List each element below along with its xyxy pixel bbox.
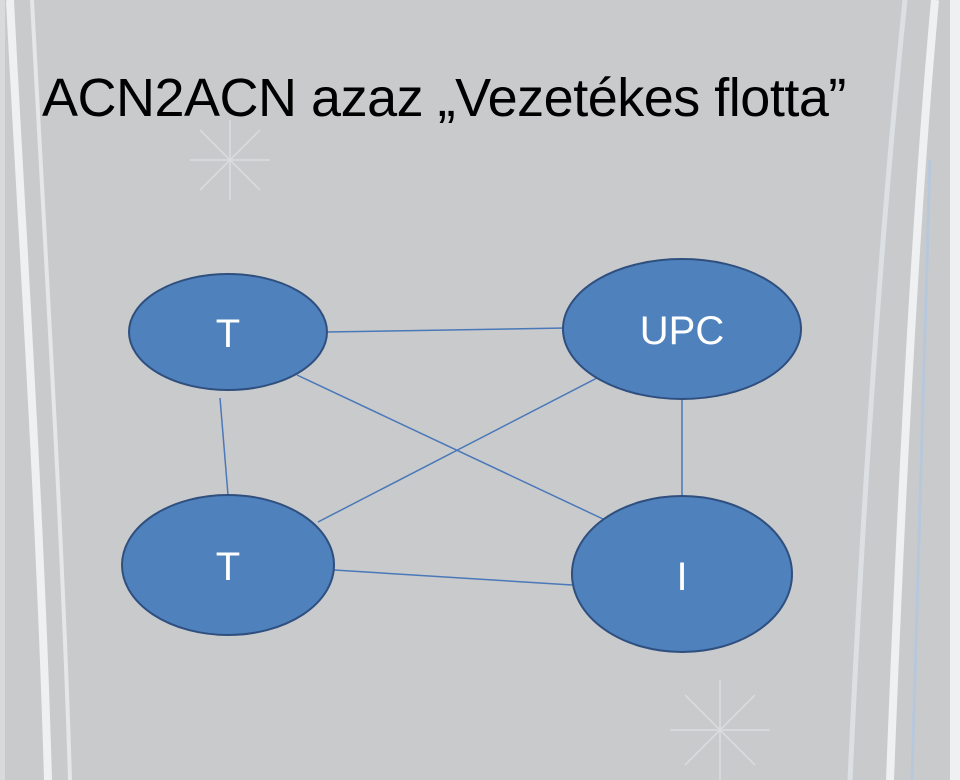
node-t1: T — [128, 273, 328, 391]
node-t2-label: T — [216, 545, 240, 589]
node-i: I — [571, 495, 793, 653]
node-upc-label: UPC — [640, 309, 724, 353]
node-upc: UPC — [562, 258, 802, 400]
edge-t2-i — [333, 569, 573, 586]
node-t2: T — [121, 494, 335, 636]
slide-title: ACN2ACN azaz „Vezetékes flotta” — [42, 68, 846, 128]
edge-t1-i — [296, 374, 604, 520]
node-t1-label: T — [216, 312, 240, 356]
node-i-label: I — [676, 555, 687, 599]
edge-t1-upc — [325, 327, 567, 333]
edge-t1-t2 — [219, 397, 229, 496]
edge-upc-t2 — [317, 377, 598, 523]
